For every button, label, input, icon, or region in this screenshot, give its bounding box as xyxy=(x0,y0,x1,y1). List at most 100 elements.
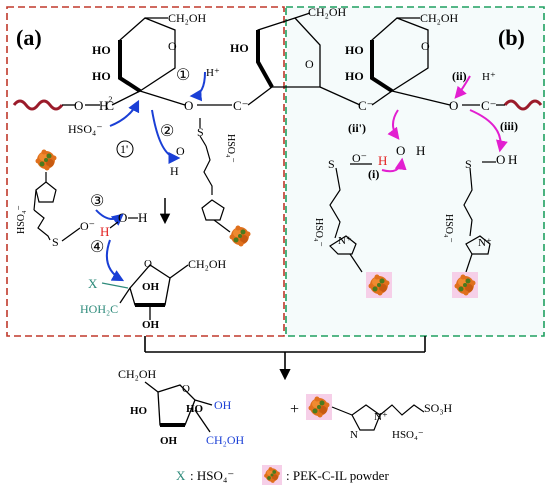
arrow-step-ii xyxy=(454,75,471,99)
svg-text:CH₂OH: CH₂OH xyxy=(420,11,459,25)
hso4-a2: HSO₄⁻ xyxy=(225,134,236,163)
il-b1 xyxy=(329,163,372,273)
arrow-step-iiprime xyxy=(387,109,400,140)
so-bond-a1 xyxy=(61,227,81,242)
nplus-b1: N⁺ xyxy=(338,235,352,247)
chain-wave-left xyxy=(12,99,64,111)
sulfur-a2: S xyxy=(197,125,204,139)
atom-cminus-2: C⁻ xyxy=(358,98,374,113)
sulfur-a1: S xyxy=(52,235,59,249)
glucose-ring-2: O HO CH₂OH xyxy=(230,5,347,88)
product-ho-left: HO xyxy=(130,405,148,417)
chain-wave-right xyxy=(503,99,543,111)
product-ho: HO xyxy=(186,403,204,415)
ominus-b1: O⁻ xyxy=(352,151,367,165)
atom-o-link2: O xyxy=(184,98,193,113)
product-fructofuranose xyxy=(144,381,213,433)
atom-o-link1: O xyxy=(74,98,83,113)
svg-text:HO: HO xyxy=(92,69,111,83)
product-n: N xyxy=(350,429,358,441)
product-hso4: HSO₄⁻ xyxy=(392,429,424,441)
hplus-b: H⁺ xyxy=(482,71,496,83)
imidazolium-a1 xyxy=(33,172,57,241)
particle-a1 xyxy=(35,149,57,171)
hso4-b1: HSO₄⁻ xyxy=(313,218,324,247)
water-h-red: H xyxy=(100,224,109,239)
step-1prime-ring xyxy=(116,140,134,158)
arrow-step-1 xyxy=(189,71,206,102)
svg-text:HO: HO xyxy=(230,41,249,55)
o-b2: O xyxy=(496,152,505,167)
leaving-x-bond xyxy=(101,282,129,289)
atom-c-link1: H2C xyxy=(99,95,114,113)
water-b-h1: H xyxy=(378,153,387,168)
product-nplus: N⁺ xyxy=(374,411,388,423)
product-il xyxy=(331,404,425,431)
sulfur-b1: S xyxy=(328,157,335,171)
svg-text:HO: HO xyxy=(92,43,111,57)
atom-o-link3: O xyxy=(449,98,458,113)
oh-furan-2: OH xyxy=(142,319,160,331)
step-iiprime: (ii') xyxy=(348,121,366,135)
svg-text:O: O xyxy=(421,39,430,53)
oh-furan-1: OH xyxy=(142,281,160,293)
h-b2: H xyxy=(508,152,517,167)
atom-cminus-3: C⁻ xyxy=(481,98,497,113)
panel-a-label: (a) xyxy=(16,25,42,50)
product-oh-blue: OH xyxy=(214,398,232,412)
water-h2: H xyxy=(138,210,147,225)
svg-text:HO: HO xyxy=(345,43,364,57)
water-o: O xyxy=(118,210,127,225)
product-oh-bottom: OH xyxy=(160,435,178,447)
product-so3h: SO₃H xyxy=(424,401,453,415)
arrow-step-2 xyxy=(151,109,181,164)
product-plus: + xyxy=(290,401,299,418)
hso4-attack: HSO₄⁻ xyxy=(68,122,103,136)
glucose-ring-3: HO HO CH₂OH O xyxy=(345,11,459,93)
o-furan: O xyxy=(144,258,152,270)
step-1prime-marker: 1' xyxy=(120,142,128,156)
svg-text:CH₂OH: CH₂OH xyxy=(168,11,207,25)
furanose-intermediate xyxy=(119,264,189,320)
backbone-line xyxy=(62,86,505,106)
step-2-marker: ② xyxy=(160,123,174,140)
arrow-step-3 xyxy=(95,209,124,226)
panel-b-frame xyxy=(285,6,545,337)
step-3-marker: ③ xyxy=(90,193,104,210)
sulfur-b2: S xyxy=(465,157,472,171)
arrow-step-4 xyxy=(106,239,125,282)
legend-x-symbol: X xyxy=(176,468,186,483)
step-iii: (iii) xyxy=(500,119,518,133)
step-i: (i) xyxy=(368,167,379,181)
water-b-h2: H xyxy=(416,143,425,158)
panel-b-label: (b) xyxy=(498,25,525,50)
leaving-x: X xyxy=(88,276,98,291)
step-ii: (ii) xyxy=(452,69,467,83)
svg-text:CH₂OH: CH₂OH xyxy=(308,5,347,19)
arrow-step-1prime xyxy=(109,99,140,127)
svg-text:O: O xyxy=(168,39,177,53)
product-o: O xyxy=(182,383,190,395)
arrow-step-i xyxy=(381,157,407,173)
legend-particle-text: : PEK-C-IL powder xyxy=(286,468,389,483)
hso4-a1: HSO₄⁻ xyxy=(16,205,27,234)
panel-a-frame xyxy=(6,6,285,337)
arrow-step-iii xyxy=(469,109,508,153)
o-minus-a1: O⁻ xyxy=(80,219,95,233)
oh-a2-o: O xyxy=(176,144,185,158)
oh-a2-h: H xyxy=(170,164,179,178)
glucose-ring-1: HO HO CH₂OH O xyxy=(92,11,207,93)
atom-cminus-1: C⁻ xyxy=(233,98,249,113)
ch2oh-furan: CH₂OH xyxy=(188,257,227,271)
product-ch2oh-top: CH₂OH xyxy=(118,367,157,381)
nplus-b2: N⁺ xyxy=(478,237,492,249)
sulfonate-a2 xyxy=(199,118,231,233)
il-b2 xyxy=(463,161,496,273)
hso4-b2: HSO₄⁻ xyxy=(443,214,454,243)
convergence-bracket xyxy=(144,336,426,381)
step-1-marker: ① xyxy=(176,67,190,84)
water-b-o: O xyxy=(396,143,405,158)
hplus-a: H⁺ xyxy=(206,67,220,79)
legend-x-text: : HSO₄⁻ xyxy=(190,468,234,483)
